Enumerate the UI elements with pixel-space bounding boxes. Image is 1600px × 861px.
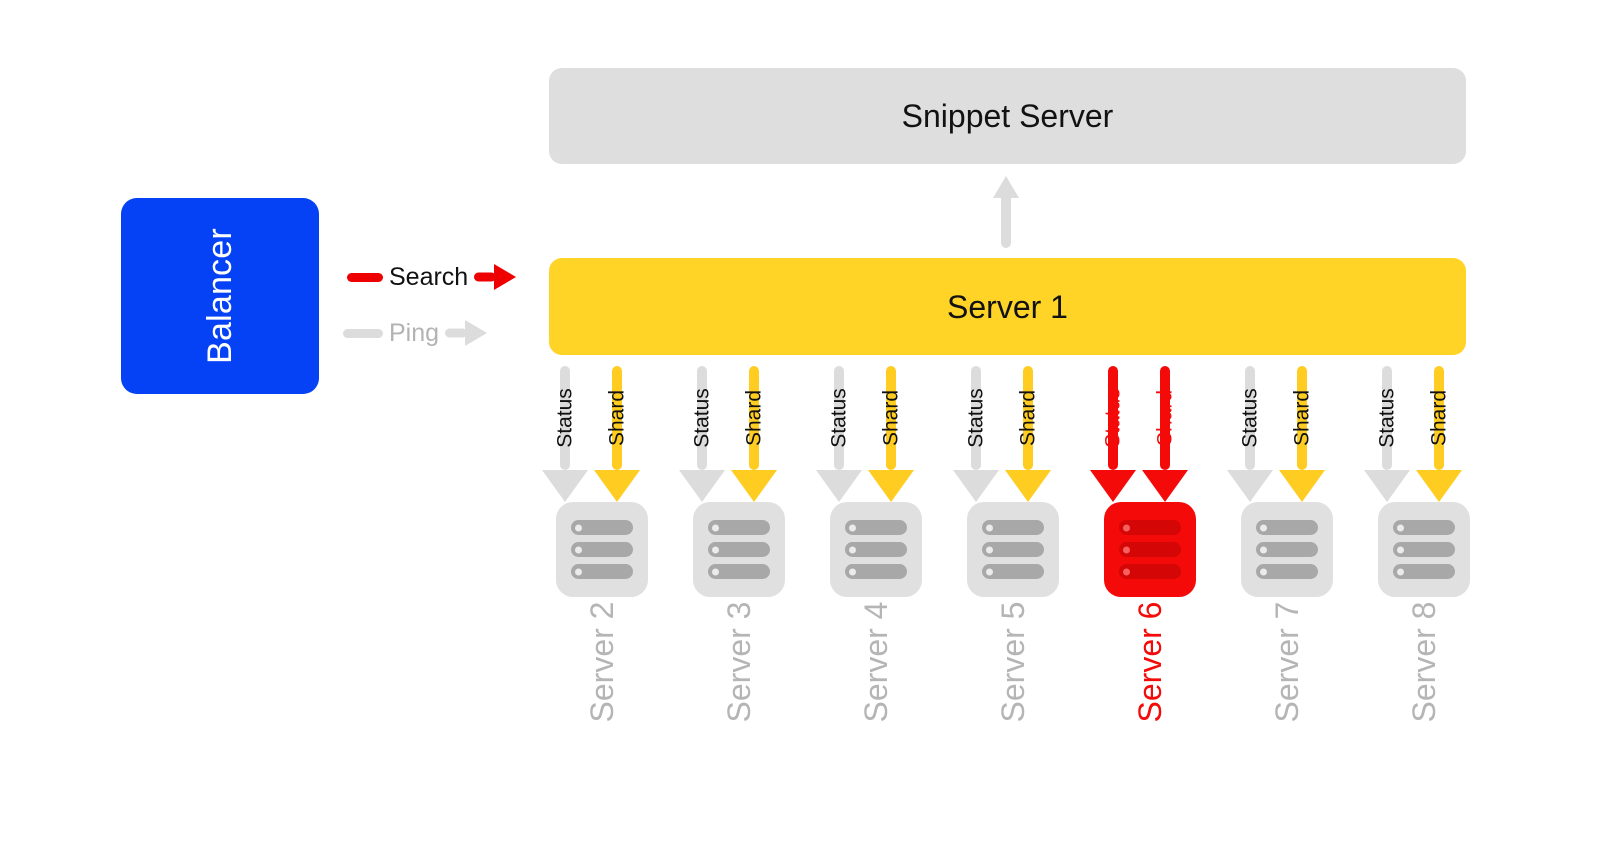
arrow-up-icon xyxy=(993,176,1019,248)
server1-node[interactable]: Server 1 xyxy=(549,258,1466,355)
server-name-wrap: Server 2 xyxy=(536,600,667,750)
arrow-right-icon xyxy=(474,264,517,290)
server-name-label: Server 4 xyxy=(857,601,894,723)
server-name-wrap: Server 5 xyxy=(947,600,1078,750)
server-icon-wrap xyxy=(947,502,1078,600)
legend-search-stub xyxy=(347,272,383,282)
server-icon-wrap xyxy=(673,502,804,600)
server-rack-icon[interactable] xyxy=(1103,502,1196,597)
status-arrow-down-icon: Status xyxy=(1364,366,1410,502)
server-name-wrap: Server 7 xyxy=(1221,600,1352,750)
shard-arrow-down-icon: Shard xyxy=(1142,366,1188,502)
status-arrow-label: Status xyxy=(1375,388,1399,448)
server-rack-icon[interactable] xyxy=(692,502,785,597)
status-arrow-label: Status xyxy=(553,388,577,448)
shard-arrow-down-icon: Shard xyxy=(868,366,914,502)
flow-arrows: Status Shard xyxy=(673,366,804,502)
server-name-wrap: Server 8 xyxy=(1358,600,1489,750)
flow-arrows: Status Shard xyxy=(1084,366,1215,502)
status-arrow-label: Status xyxy=(964,388,988,448)
balancer-node[interactable]: Balancer xyxy=(121,198,319,394)
server-rack-icon[interactable] xyxy=(829,502,922,597)
legend-ping-stub xyxy=(343,328,383,338)
server-name-label: Server 8 xyxy=(1405,601,1442,723)
server-name-label: Server 2 xyxy=(583,601,620,723)
status-arrow-down-icon: Status xyxy=(953,366,999,502)
shard-arrow-down-icon: Shard xyxy=(1279,366,1325,502)
server-rack-icon[interactable] xyxy=(966,502,1059,597)
server1-label: Server 1 xyxy=(947,288,1068,325)
legend-search-label: Search xyxy=(389,262,469,291)
legend-item-search: Search xyxy=(347,262,517,292)
shard-arrow-label: Shard xyxy=(1427,389,1451,447)
status-arrow-label: Status xyxy=(1101,388,1125,448)
legend-ping-label: Ping xyxy=(389,318,440,347)
flow-arrows: Status Shard xyxy=(536,366,667,502)
shard-arrow-down-icon: Shard xyxy=(1416,366,1462,502)
legend-item-ping: Ping xyxy=(343,318,488,348)
flow-arrows: Status Shard xyxy=(810,366,941,502)
shard-arrow-label: Shard xyxy=(1153,389,1177,447)
shard-arrow-label: Shard xyxy=(879,389,903,447)
status-arrow-down-icon: Status xyxy=(1090,366,1136,502)
shard-arrow-down-icon: Shard xyxy=(1005,366,1051,502)
shard-arrow-down-icon: Shard xyxy=(594,366,640,502)
server-name-wrap: Server 3 xyxy=(673,600,804,750)
snippet-server-label: Snippet Server xyxy=(901,98,1114,134)
shard-arrow-label: Shard xyxy=(1290,389,1314,447)
shard-arrow-down-icon: Shard xyxy=(731,366,777,502)
snippet-server-node[interactable]: Snippet Server xyxy=(549,68,1466,164)
server-icon-wrap xyxy=(1358,502,1489,600)
status-arrow-label: Status xyxy=(690,388,714,448)
flow-arrows: Status Shard xyxy=(947,366,1078,502)
server-rack-icon[interactable] xyxy=(1240,502,1333,597)
server-icon-wrap xyxy=(810,502,941,600)
status-arrow-down-icon: Status xyxy=(816,366,862,502)
server-name-label: Server 5 xyxy=(994,601,1031,723)
server-rack-icon[interactable] xyxy=(1377,502,1470,597)
server-name-wrap: Server 6 xyxy=(1084,600,1215,750)
shard-arrow-label: Shard xyxy=(742,389,766,447)
server-icon-wrap xyxy=(1084,502,1215,600)
server-name-label: Server 6 xyxy=(1131,601,1168,723)
status-arrow-label: Status xyxy=(1238,388,1262,448)
status-arrow-down-icon: Status xyxy=(1227,366,1273,502)
shard-arrow-label: Shard xyxy=(1016,389,1040,447)
flow-arrows: Status Shard xyxy=(1358,366,1489,502)
balancer-label: Balancer xyxy=(200,228,239,364)
status-arrow-label: Status xyxy=(827,388,851,448)
server-icon-wrap xyxy=(536,502,667,600)
server-rack-icon[interactable] xyxy=(555,502,648,597)
server-name-label: Server 3 xyxy=(720,601,757,723)
status-arrow-down-icon: Status xyxy=(679,366,725,502)
server-name-label: Server 7 xyxy=(1268,601,1305,723)
shard-arrow-label: Shard xyxy=(605,389,629,447)
server-name-wrap: Server 4 xyxy=(810,600,941,750)
arrow-right-icon xyxy=(445,320,488,346)
status-arrow-down-icon: Status xyxy=(542,366,588,502)
flow-arrows: Status Shard xyxy=(1221,366,1352,502)
server-icon-wrap xyxy=(1221,502,1352,600)
